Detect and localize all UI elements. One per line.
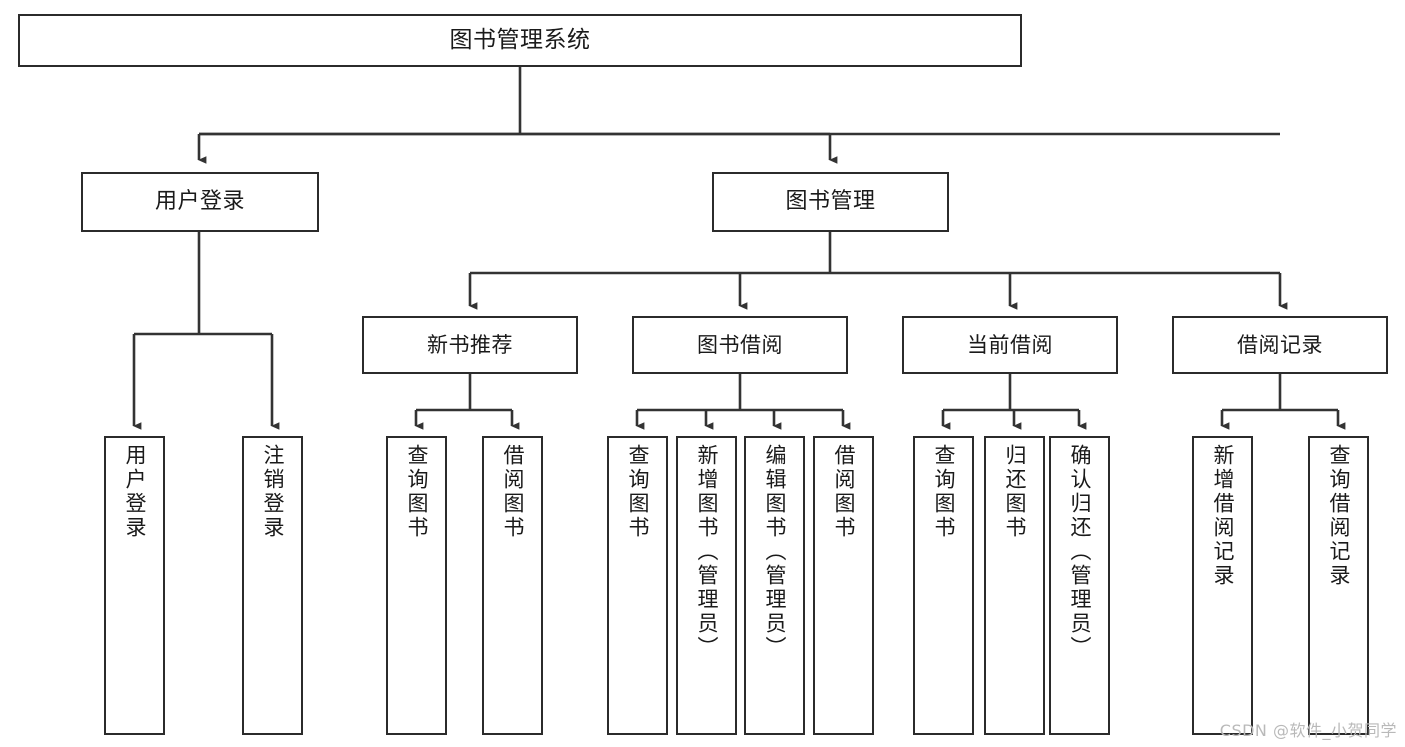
- node-current-borrow-label: 当前借阅: [967, 332, 1053, 357]
- node-leaf-confirm-return-admin-label: 确认归还（管理员）: [1068, 444, 1092, 660]
- node-leaf-query-borrow-record-label: 查询借阅记录: [1327, 444, 1351, 588]
- node-leaf-confirm-return-admin[interactable]: 确认归还（管理员）: [1049, 436, 1110, 735]
- node-leaf-query-borrow-record[interactable]: 查询借阅记录: [1308, 436, 1369, 735]
- node-leaf-add-book-admin-label: 新增图书（管理员）: [695, 444, 719, 660]
- node-leaf-user-login-label: 用户登录: [123, 444, 147, 540]
- node-book-management-label: 图书管理: [785, 189, 876, 215]
- node-leaf-query-book-borrow-label: 查询图书: [626, 444, 650, 540]
- node-borrow-record-label: 借阅记录: [1237, 332, 1323, 357]
- node-root-book-management-system[interactable]: 图书管理系统: [18, 14, 1022, 67]
- node-book-management[interactable]: 图书管理: [712, 172, 949, 232]
- node-book-borrow-label: 图书借阅: [697, 332, 783, 357]
- node-current-borrow[interactable]: 当前借阅: [902, 316, 1118, 374]
- node-leaf-return-book-label: 归还图书: [1003, 444, 1027, 540]
- node-borrow-record[interactable]: 借阅记录: [1172, 316, 1388, 374]
- node-leaf-add-borrow-record-label: 新增借阅记录: [1211, 444, 1235, 588]
- node-leaf-user-login[interactable]: 用户登录: [104, 436, 165, 735]
- node-leaf-borrow-book[interactable]: 借阅图书: [813, 436, 874, 735]
- node-leaf-edit-book-admin[interactable]: 编辑图书（管理员）: [744, 436, 805, 735]
- node-new-book-recommend-label: 新书推荐: [427, 332, 513, 357]
- csdn-watermark: CSDN @软件_小贺同学: [1219, 721, 1397, 740]
- node-leaf-query-book-current[interactable]: 查询图书: [913, 436, 974, 735]
- node-leaf-borrow-book-recommend[interactable]: 借阅图书: [482, 436, 543, 735]
- node-leaf-add-borrow-record[interactable]: 新增借阅记录: [1192, 436, 1253, 735]
- node-new-book-recommend[interactable]: 新书推荐: [362, 316, 578, 374]
- node-user-login-label: 用户登录: [154, 189, 245, 215]
- node-leaf-logout[interactable]: 注销登录: [242, 436, 303, 735]
- node-leaf-edit-book-admin-label: 编辑图书（管理员）: [763, 444, 787, 660]
- node-leaf-query-book-recommend[interactable]: 查询图书: [386, 436, 447, 735]
- node-leaf-borrow-book-label: 借阅图书: [832, 444, 856, 540]
- node-leaf-add-book-admin[interactable]: 新增图书（管理员）: [676, 436, 737, 735]
- node-leaf-logout-label: 注销登录: [261, 444, 285, 540]
- node-root-label: 图书管理系统: [449, 26, 591, 53]
- node-leaf-query-book-current-label: 查询图书: [932, 444, 956, 540]
- node-leaf-query-book-recommend-label: 查询图书: [405, 444, 429, 540]
- node-leaf-return-book[interactable]: 归还图书: [984, 436, 1045, 735]
- node-leaf-borrow-book-recommend-label: 借阅图书: [501, 444, 525, 540]
- node-user-login[interactable]: 用户登录: [81, 172, 319, 232]
- node-leaf-query-book-borrow[interactable]: 查询图书: [607, 436, 668, 735]
- node-book-borrow[interactable]: 图书借阅: [632, 316, 848, 374]
